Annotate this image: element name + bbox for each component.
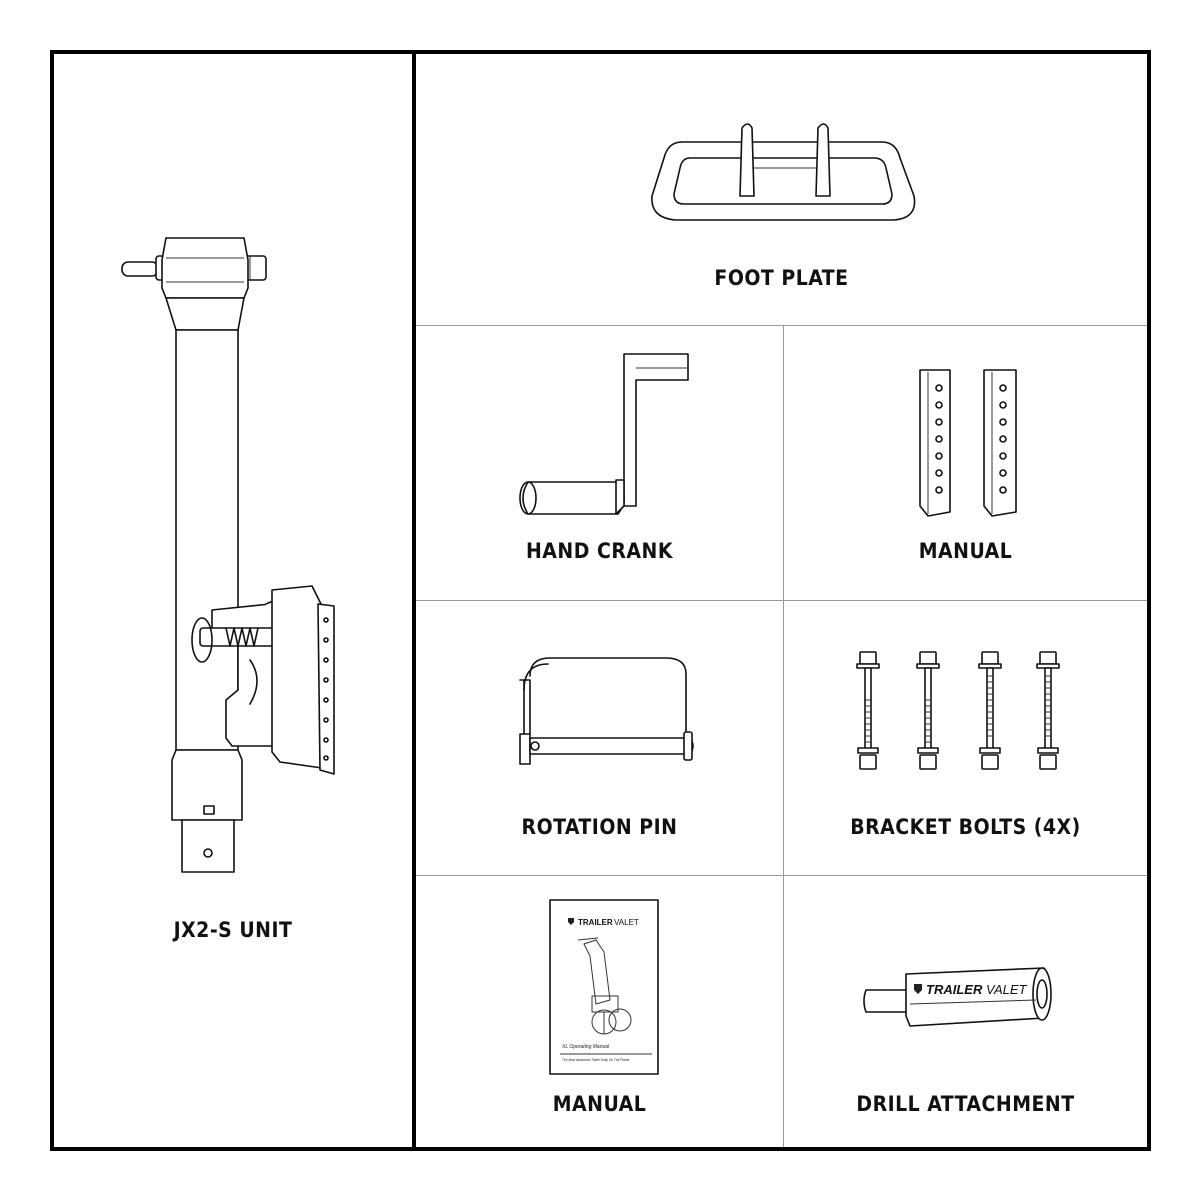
- layout-frame: [50, 50, 1151, 1151]
- hand-crank-cell: HAND CRANK: [416, 326, 783, 600]
- bolts-cell: BRACKET BOLTS (4X): [784, 601, 1147, 875]
- bolt-1: [856, 651, 880, 770]
- rotation-pin-label: ROTATION PIN: [521, 815, 678, 839]
- bolt-2: [916, 651, 940, 770]
- bolts-drawing: [856, 651, 1060, 770]
- rotation-pin-cell: ROTATION PIN: [416, 601, 783, 875]
- manual-title: XL Operating Manual: [561, 1044, 610, 1050]
- column-divider: [412, 50, 416, 1151]
- manual-brand-light: VALET: [614, 918, 639, 927]
- bolts-label: BRACKET BOLTS (4X): [850, 815, 1081, 839]
- manual-drawing: TRAILER VALET XL Operating Manual The Mo…: [549, 899, 659, 1075]
- unit-label: JX2-S UNIT: [173, 918, 293, 942]
- unit-cell: JX2-S UNIT: [54, 54, 412, 1147]
- cell-divider: [783, 326, 784, 1147]
- hand-crank-drawing: [519, 353, 689, 515]
- drill-drawing: TRAILER VALET: [863, 967, 1052, 1027]
- hand-crank-label: HAND CRANK: [526, 539, 673, 563]
- brackets-label: MANUAL: [918, 539, 1013, 563]
- row-divider-2: [416, 600, 1147, 601]
- brackets-cell: MANUAL: [784, 326, 1147, 600]
- drill-brand-bold: TRAILER: [926, 982, 983, 997]
- drill-label: DRILL ATTACHMENT: [856, 1092, 1075, 1116]
- manual-subtitle: The Most Advanced Trailer Dolly On The P…: [562, 1058, 629, 1062]
- row-divider-1: [416, 325, 1147, 326]
- foot-plate-label: FOOT PLATE: [714, 266, 849, 290]
- manual-cell: TRAILER VALET XL Operating Manual The Mo…: [416, 876, 783, 1147]
- bolt-3: [978, 651, 1002, 770]
- manual-brand-bold: TRAILER: [578, 918, 613, 927]
- bolt-4: [1036, 651, 1060, 770]
- manual-label: MANUAL: [552, 1092, 647, 1116]
- row-divider-3: [416, 875, 1147, 876]
- rotation-pin-drawing: [519, 657, 694, 765]
- drill-cell: TRAILER VALET DRILL ATTACHMENT: [784, 876, 1147, 1147]
- brackets-drawing: [919, 369, 1017, 517]
- foot-plate-cell: FOOT PLATE: [416, 54, 1147, 325]
- jx2s-unit-drawing: [121, 237, 335, 873]
- drill-brand-light: VALET: [986, 982, 1028, 997]
- foot-plate-drawing: [651, 123, 916, 221]
